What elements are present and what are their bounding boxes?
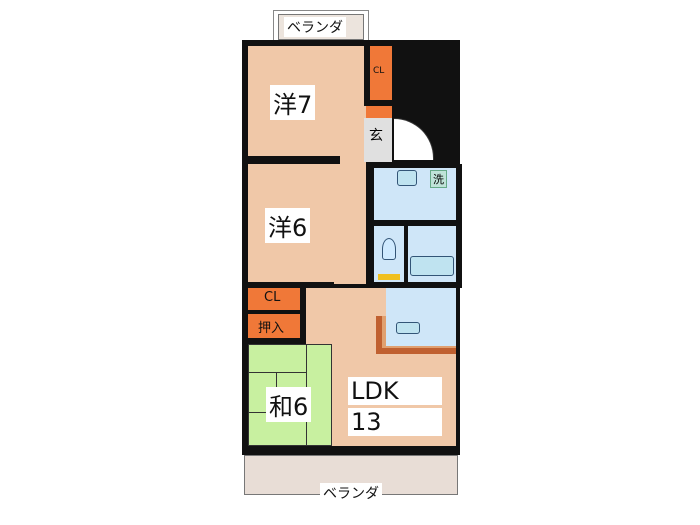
entrance-label: 玄 (369, 125, 383, 145)
sink-icon (396, 322, 420, 334)
room-western-7-label: 洋7 (270, 85, 316, 120)
washroom-label: 洗 (430, 170, 447, 188)
closet-top-lower (364, 106, 392, 118)
closet-top (370, 46, 392, 100)
room-japanese-6-label: 和6 (266, 387, 312, 422)
closet-mid-label: CL (264, 290, 281, 305)
oshiire-label: 押入 (258, 321, 285, 336)
room-western-6-label: 洋6 (265, 208, 311, 243)
closet-mid (248, 288, 300, 310)
toilet-icon (382, 238, 396, 260)
room-ldk-label: LDK (348, 377, 442, 405)
room-ldk-size: 13 (348, 408, 442, 436)
hall-extension (334, 164, 366, 284)
balcony-bottom-label: ベランダ (320, 483, 382, 503)
balcony-top-label: ベランダ (284, 17, 346, 37)
washbasin-icon (397, 170, 417, 186)
oshiire (248, 314, 300, 338)
tatami-line-1 (248, 372, 306, 373)
toilet-step (378, 274, 400, 280)
bathtub-icon (410, 256, 454, 276)
closet-top-label: CL (373, 66, 385, 76)
